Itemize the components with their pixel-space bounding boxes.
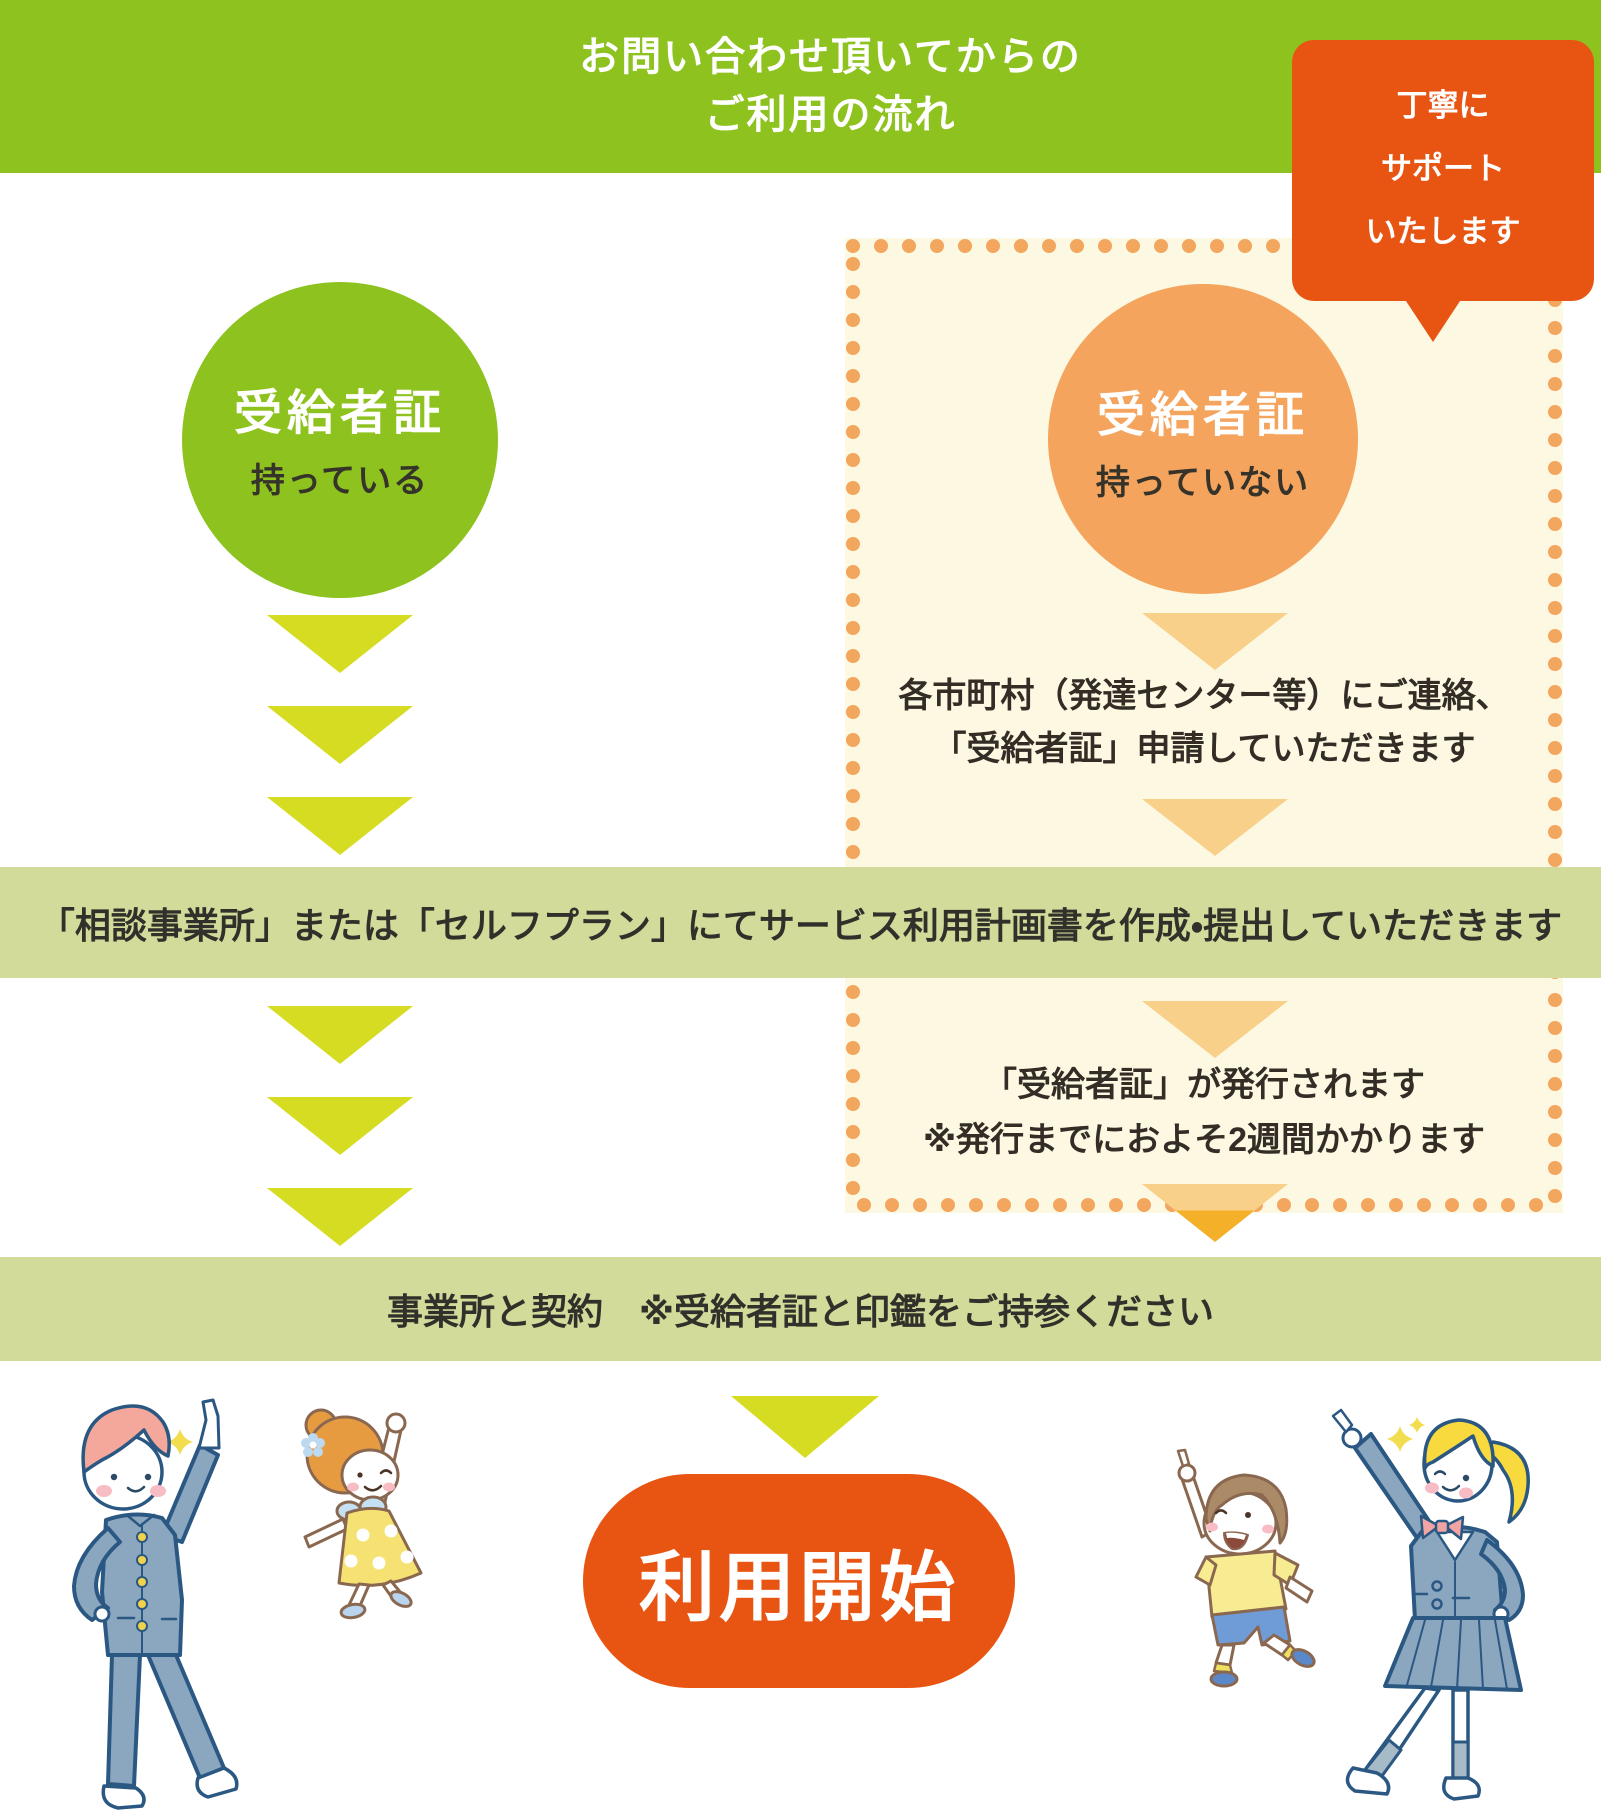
- support-speech-bubble: 丁寧に サポート いたします: [1292, 40, 1594, 342]
- boy-yellow-shirt-illustration: [1176, 1448, 1316, 1688]
- down-arrow-icon: [267, 706, 413, 764]
- have-certificate-subtitle: 持っている: [250, 462, 430, 500]
- no-certificate-subtitle: 持っていない: [1095, 464, 1311, 502]
- contract-band: 事業所と契約 ※受給者証と印鑑をご持参ください: [0, 1257, 1601, 1361]
- apply-step-line1: 各市町村（発達センター等）にご連絡、: [898, 677, 1510, 715]
- down-arrow-icon: [267, 1006, 413, 1064]
- down-arrow-icon: [267, 1188, 413, 1246]
- no-certificate-circle: 受給者証 持っていない: [1048, 284, 1358, 594]
- service-plan-band-text: 「相談事業所」または「セルフプラン」にてサービス利用計画書を作成・提出していただ…: [38, 904, 1563, 946]
- boy-school-uniform-illustration: [72, 1398, 239, 1810]
- no-certificate-title: 受給者証: [1096, 389, 1309, 442]
- down-arrow-icon: [267, 1097, 413, 1155]
- down-arrow-icon: [731, 1396, 879, 1458]
- page-title-line2: ご利用の流れ: [704, 93, 957, 137]
- apply-step-line2: 「受給者証」申請していただきます: [932, 730, 1476, 768]
- girl-school-uniform-illustration: [1331, 1408, 1530, 1801]
- down-arrow-icon: [1142, 1184, 1288, 1242]
- girl-yellow-dress-illustration: [301, 1408, 423, 1620]
- issued-step-text: 「受給者証」が発行されます ※発行までにおよそ2週間かかります: [845, 1058, 1563, 1168]
- issued-step-line2: ※発行までにおよそ2週間かかります: [923, 1121, 1485, 1159]
- page-title-line1: お問い合わせ頂いてからの: [579, 35, 1082, 79]
- start-usage-label: 利用開始: [639, 1546, 959, 1631]
- apply-step-text: 各市町村（発達センター等）にご連絡、 「受給者証」申請していただきます: [845, 670, 1563, 776]
- support-bubble-line3: いたします: [1365, 214, 1521, 249]
- support-bubble-line2: サポート: [1381, 151, 1505, 186]
- contract-band-text: 事業所と契約 ※受給者証と印鑑をご持参ください: [387, 1291, 1214, 1332]
- issued-step-line1: 「受給者証」が発行されます: [983, 1066, 1425, 1104]
- page-title: お問い合わせ頂いてからの ご利用の流れ: [30, 28, 1601, 144]
- have-certificate-title: 受給者証: [233, 387, 446, 440]
- down-arrow-icon: [267, 615, 413, 673]
- start-usage-pill: 利用開始: [583, 1474, 1015, 1688]
- have-certificate-circle: 受給者証 持っている: [182, 282, 498, 598]
- down-arrow-icon: [267, 797, 413, 855]
- service-plan-band: 「相談事業所」または「セルフプラン」にてサービス利用計画書を作成・提出していただ…: [0, 867, 1601, 978]
- support-bubble-line1: 丁寧に: [1396, 88, 1490, 123]
